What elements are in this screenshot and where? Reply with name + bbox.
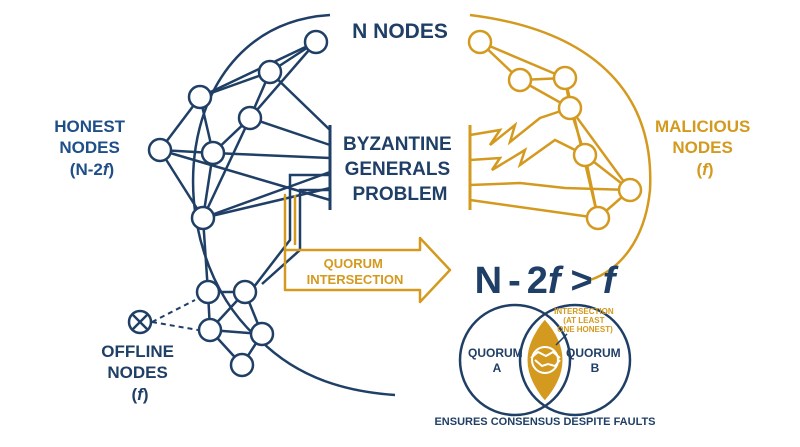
honest-node <box>147 137 173 163</box>
honest-label-1: HONEST <box>54 117 125 136</box>
quorum-arrow-label-2: INTERSECTION <box>307 272 404 287</box>
honest-count-var: f <box>103 160 111 179</box>
offline-nodes <box>195 279 275 378</box>
malicious-arc <box>469 13 652 282</box>
svg-text:HONEST NODES (N-2f): HONEST NODES (N-2f) <box>54 117 130 179</box>
intersection-pointer <box>555 333 568 346</box>
svg-text:QUORUM B: QUORUM B <box>566 346 624 375</box>
intersection-note-3: ONE HONEST) <box>557 325 613 334</box>
center-line-3: PROBLEM <box>353 184 448 205</box>
malicious-node <box>467 29 493 55</box>
malicious-count-suffix: ) <box>708 160 714 179</box>
crossed-circle-icon <box>127 309 153 335</box>
intersection-note-2: (AT LEAST <box>563 316 604 325</box>
malicious-label-1: MALICIOUS <box>655 117 750 136</box>
center-line-1: BYZANTINE <box>343 134 452 155</box>
svg-text:OFFLINE NODES (f): OFFLINE NODES (f) <box>101 342 178 404</box>
malicious-count-prefix: ( <box>696 160 702 179</box>
formula-two: 2 <box>527 260 548 302</box>
malicious-node <box>507 67 533 93</box>
svg-text:QUORUM INTERSECTION: QUORUM INTERSECTION <box>307 256 404 287</box>
quorum-b-label-2: B <box>591 361 600 375</box>
offline-label-2: NODES <box>107 363 167 382</box>
venn-diagram <box>458 303 632 417</box>
honest-label-2: NODES <box>59 138 119 157</box>
honest-arc <box>191 13 396 397</box>
honest-node <box>200 140 226 166</box>
quorum-arrow-label-1: QUORUM <box>324 256 383 271</box>
offline-dashed <box>151 299 199 331</box>
offline-node <box>195 279 221 305</box>
formula-gt: > <box>571 260 593 302</box>
honest-edges <box>158 40 331 293</box>
formula-f1: f <box>548 260 564 302</box>
center-line-2: GENERALS <box>345 159 451 180</box>
intersection-note-1: INTERSECTION <box>554 307 614 316</box>
formula: N-2f>f <box>475 260 619 302</box>
malicious-nodes <box>467 29 643 231</box>
malicious-node <box>617 177 643 203</box>
quorum-b-circle <box>518 303 632 417</box>
offline-node <box>229 352 255 378</box>
offline-node <box>197 317 223 343</box>
quorum-arrow <box>283 193 452 304</box>
honest-node <box>237 105 263 131</box>
offline-count-suffix: ) <box>143 385 149 404</box>
svg-text:INTERSECTION (AT LEAST: INTERSECTION (AT LEAST ONE HONEST) <box>554 307 616 334</box>
offline-node <box>232 279 258 305</box>
honest-nodes <box>147 29 329 231</box>
svg-text:QUORUM A: QUORUM A <box>468 346 526 375</box>
malicious-node <box>585 205 611 231</box>
honest-node <box>257 59 283 85</box>
malicious-node <box>572 142 598 168</box>
malicious-node <box>557 95 583 121</box>
malicious-node <box>552 65 578 91</box>
footer: ENSURES CONSENSUS DESPITE FAULTS <box>434 416 655 428</box>
malicious-label-2: NODES <box>672 138 732 157</box>
title: N NODES <box>352 20 448 43</box>
honest-count-prefix: (N-2 <box>70 160 103 179</box>
quorum-a-circle <box>458 303 572 417</box>
formula-minus: - <box>508 260 521 302</box>
formula-n: N <box>475 260 502 302</box>
offline-node <box>249 321 275 347</box>
formula-f2: f <box>603 260 619 302</box>
quorum-a-label-2: A <box>493 361 502 375</box>
quorum-b-label-1: QUORUM <box>566 346 621 360</box>
offline-label-1: OFFLINE <box>101 342 174 361</box>
offline-count-prefix: ( <box>131 385 137 404</box>
quorum-a-label-1: QUORUM <box>468 346 523 360</box>
honest-node <box>303 29 329 55</box>
svg-text:BYZANTINE GENERALS PRO: BYZANTINE GENERALS PROBLEM <box>343 134 457 205</box>
malicious-count-var: f <box>702 160 710 179</box>
offline-count-var: f <box>137 385 145 404</box>
honest-node <box>190 205 216 231</box>
honest-count-suffix: ) <box>109 160 115 179</box>
svg-text:MALICIOUS NODES (f): MALICIOUS NODES (f) <box>655 117 755 179</box>
handshake-icon <box>530 346 561 374</box>
honest-node <box>187 84 213 110</box>
